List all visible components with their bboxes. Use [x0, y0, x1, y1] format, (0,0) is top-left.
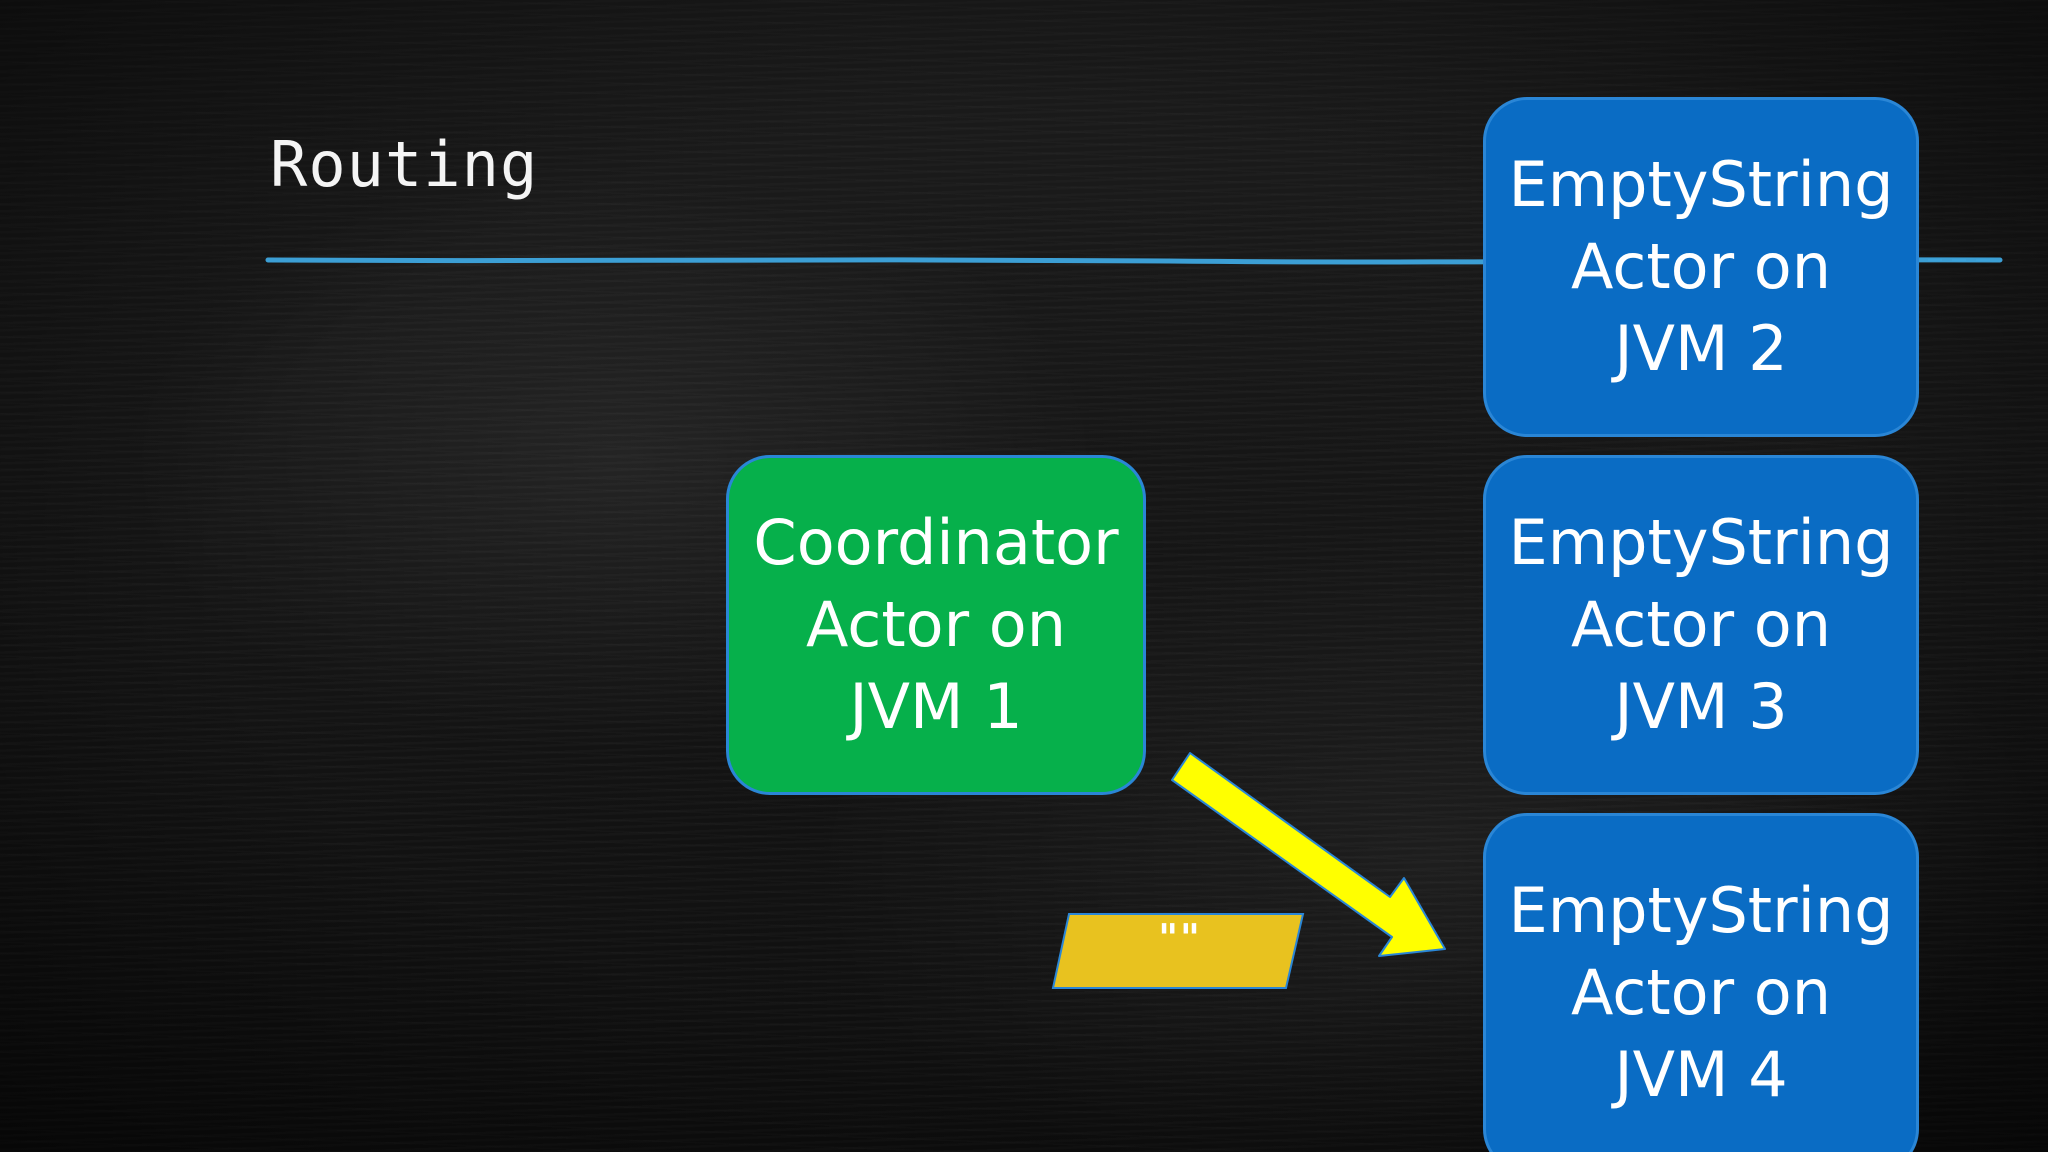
- node-line: Actor on: [1570, 956, 1832, 1029]
- node-line: JVM 4: [1614, 1038, 1788, 1111]
- slide-title: Routing: [270, 128, 539, 201]
- node-line: Actor on: [1570, 230, 1832, 303]
- node-line: EmptyString: [1508, 148, 1894, 221]
- node-line: JVM 1: [849, 670, 1023, 743]
- emptystring-actor-jvm3-node: EmptyString Actor on JVM 3: [1483, 455, 1919, 795]
- node-line: JVM 3: [1614, 670, 1788, 743]
- coordinator-actor-jvm1-node: Coordinator Actor on JVM 1: [726, 455, 1146, 795]
- node-line: Actor on: [805, 588, 1067, 661]
- message-payload-label: "": [1158, 916, 1202, 960]
- emptystring-actor-jvm4-node: EmptyString Actor on JVM 4: [1483, 813, 1919, 1152]
- node-line: EmptyString: [1508, 506, 1894, 579]
- node-line: Actor on: [1570, 588, 1832, 661]
- node-line: Coordinator: [753, 506, 1119, 579]
- emptystring-actor-jvm2-node: EmptyString Actor on JVM 2: [1483, 97, 1919, 437]
- node-line: JVM 2: [1614, 312, 1788, 385]
- message-card: [1051, 913, 1305, 989]
- node-line: EmptyString: [1508, 874, 1894, 947]
